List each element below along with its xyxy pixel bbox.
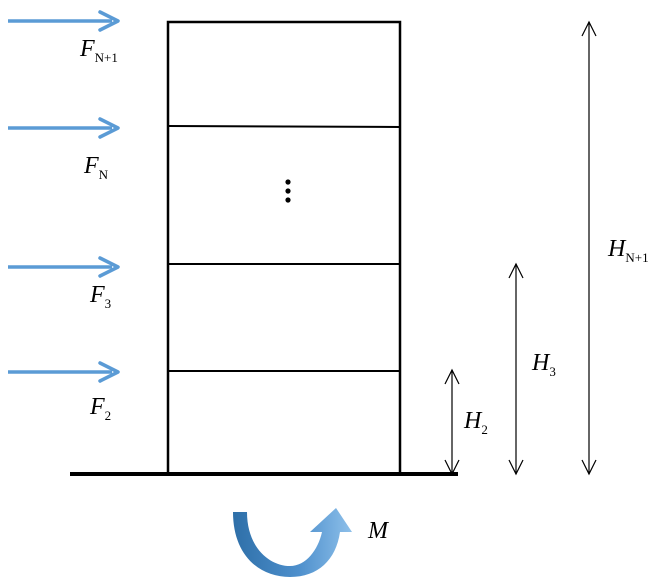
height-arrow-2	[444, 368, 460, 476]
force-label-2: F2	[89, 394, 111, 423]
building-frame	[166, 20, 402, 476]
ellipsis-dot-2	[285, 188, 291, 194]
height-arrow-3	[508, 262, 524, 476]
force-arrow-3	[8, 256, 120, 278]
force-arrow-2	[8, 361, 120, 383]
ellipsis-dot-3	[285, 197, 291, 203]
ellipsis-dot-1	[285, 179, 291, 185]
force-label-3: F3	[89, 282, 111, 311]
height-label-n1: HN+1	[607, 236, 649, 265]
force-label-n: FN	[83, 153, 109, 182]
force-arrow-n	[8, 117, 120, 139]
height-label-2: H2	[463, 408, 488, 437]
moment-arrow	[233, 508, 352, 577]
force-label-n1: FN+1	[79, 36, 118, 65]
force-arrow-n1	[8, 10, 120, 32]
height-label-3: H3	[531, 350, 556, 379]
floor-line-n	[167, 125, 401, 128]
moment-label: M	[367, 518, 390, 544]
height-arrow-n1	[581, 20, 597, 476]
